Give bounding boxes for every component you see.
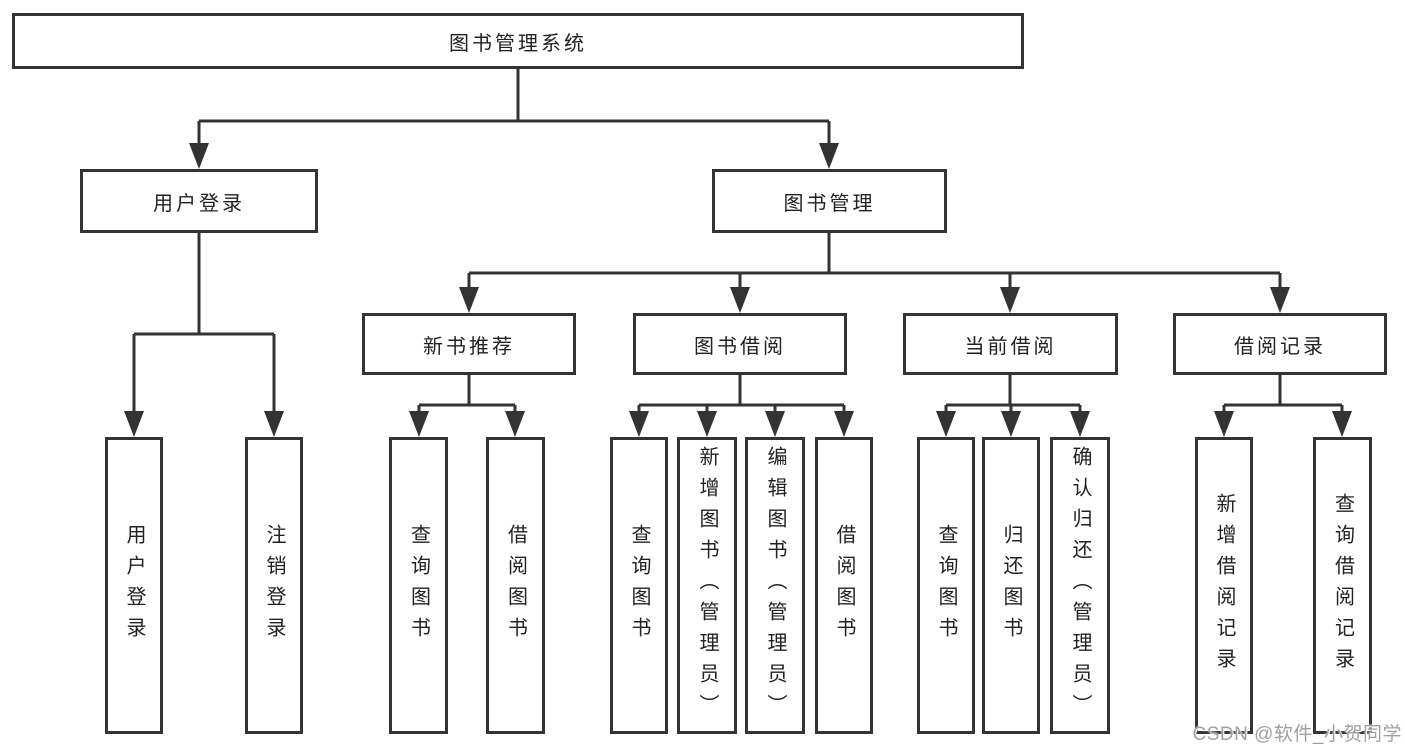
node-book-borrowing: 图书借阅 bbox=[633, 313, 847, 375]
leaf-current-confirm-return-admin: 确认归还（管理员） bbox=[1050, 437, 1110, 734]
leaf-current-query-books: 查询图书 bbox=[917, 437, 975, 734]
leaf-recommend-borrow-books: 借阅图书 bbox=[486, 437, 545, 734]
leaf-recommend-query-books-label: 查询图书 bbox=[407, 523, 430, 648]
node-current-borrowing-label: 当前借阅 bbox=[964, 335, 1057, 358]
leaf-current-return-books-label: 归还图书 bbox=[1000, 523, 1022, 648]
leaf-borrowing-borrow-books: 借阅图书 bbox=[815, 437, 873, 734]
leaf-records-query-record: 查询借阅记录 bbox=[1313, 437, 1372, 734]
node-book-management-label: 图书管理 bbox=[783, 192, 876, 215]
leaf-current-query-books-label: 查询图书 bbox=[935, 523, 957, 648]
leaf-user-login: 用户登录 bbox=[105, 437, 163, 734]
node-borrowing-records: 借阅记录 bbox=[1173, 313, 1387, 375]
node-new-book-recommendation: 新书推荐 bbox=[362, 313, 576, 375]
leaf-records-query-record-label: 查询借阅记录 bbox=[1331, 492, 1354, 679]
node-root: 图书管理系统 bbox=[12, 13, 1024, 69]
node-user-login: 用户登录 bbox=[80, 169, 318, 233]
leaf-borrowing-edit-books-admin-label: 编辑图书（管理员） bbox=[764, 446, 786, 725]
leaf-borrowing-add-books-admin-label: 新增图书（管理员） bbox=[696, 446, 718, 725]
leaf-borrowing-edit-books-admin: 编辑图书（管理员） bbox=[745, 437, 805, 734]
leaf-logout-label: 注销登录 bbox=[263, 523, 285, 648]
leaf-borrowing-borrow-books-label: 借阅图书 bbox=[833, 523, 855, 648]
leaf-borrowing-query-books-label: 查询图书 bbox=[628, 523, 650, 648]
leaf-records-add-record-label: 新增借阅记录 bbox=[1213, 492, 1235, 679]
node-book-management: 图书管理 bbox=[712, 169, 947, 233]
leaf-recommend-borrow-books-label: 借阅图书 bbox=[504, 523, 527, 648]
leaf-logout: 注销登录 bbox=[245, 437, 303, 734]
leaf-borrowing-query-books: 查询图书 bbox=[610, 437, 668, 734]
leaf-current-return-books: 归还图书 bbox=[982, 437, 1040, 734]
leaf-recommend-query-books: 查询图书 bbox=[389, 437, 448, 734]
node-borrowing-records-label: 借阅记录 bbox=[1234, 335, 1326, 358]
leaf-borrowing-add-books-admin: 新增图书（管理员） bbox=[677, 437, 737, 734]
node-book-borrowing-label: 图书借阅 bbox=[694, 335, 786, 358]
leaf-user-login-label: 用户登录 bbox=[123, 523, 145, 648]
leaf-records-add-record: 新增借阅记录 bbox=[1195, 437, 1253, 734]
csdn-watermark: CSDN @软件_小贺同学 bbox=[1192, 724, 1402, 745]
leaf-current-confirm-return-admin-label: 确认归还（管理员） bbox=[1069, 446, 1091, 725]
node-new-book-recommendation-label: 新书推荐 bbox=[423, 335, 515, 358]
node-current-borrowing: 当前借阅 bbox=[903, 313, 1118, 375]
node-user-login-label: 用户登录 bbox=[153, 192, 245, 215]
node-root-label: 图书管理系统 bbox=[449, 32, 587, 55]
arrowheads bbox=[124, 143, 1352, 437]
